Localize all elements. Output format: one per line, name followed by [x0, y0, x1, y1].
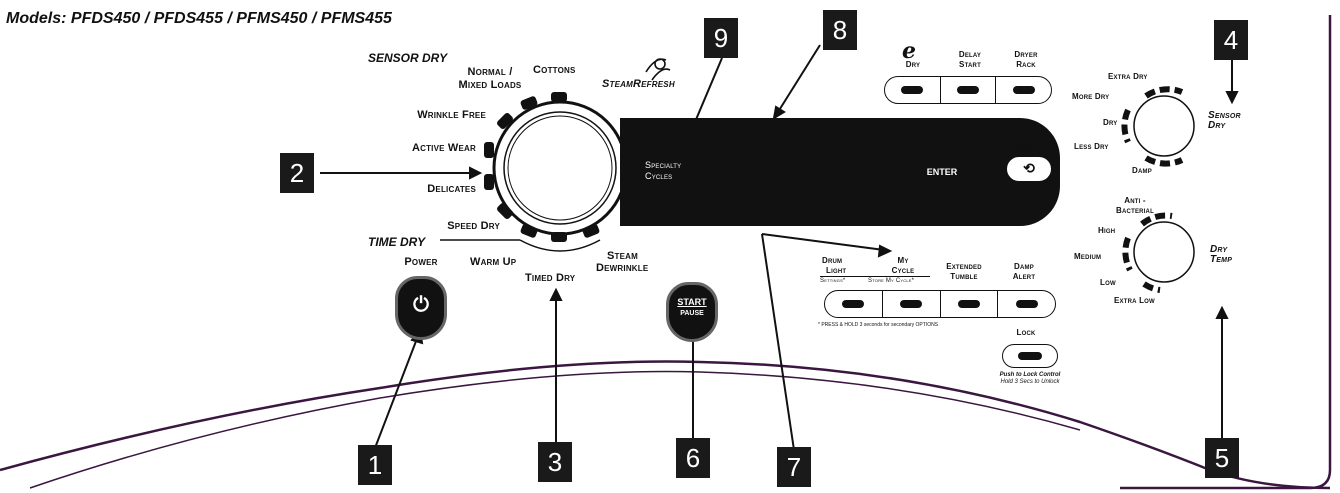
temp-high: High	[1098, 226, 1116, 235]
my-cycle-line2: Cycle	[891, 266, 915, 275]
temp-anti-1: Anti -	[1124, 196, 1146, 205]
sensor-dry-knob	[1133, 95, 1195, 157]
drum-light-button[interactable]	[825, 291, 883, 317]
page-title: Models: PFDS450 / PFDS455 / PFMS450 / PF…	[6, 10, 392, 27]
drum-settings-label: Settings*	[820, 278, 846, 284]
start-pause-button[interactable]	[666, 282, 718, 342]
damp-alert-button[interactable]	[998, 291, 1055, 317]
cycle-normal-line1[interactable]: Normal /	[467, 66, 513, 78]
cycle-specialty-line1[interactable]: Specialty	[645, 160, 682, 170]
power-icon: ⏻	[413, 294, 429, 316]
callout-5: 5	[1205, 438, 1239, 478]
cycle-dial-ring	[507, 115, 613, 221]
callout-6: 6	[676, 438, 710, 478]
my-cycle-button[interactable]	[883, 291, 941, 317]
sensor-dry-title-2: Dry	[1208, 120, 1226, 131]
lock-label: Lock	[1016, 328, 1036, 337]
cycle-steam[interactable]: Steam	[607, 250, 639, 262]
callout-arrows	[320, 44, 1239, 451]
bottom-button-group	[824, 290, 1056, 318]
dry-temp-title-2: Temp	[1210, 254, 1233, 265]
lock-hint-2: Hold 3 Secs to Unlock	[1000, 379, 1060, 385]
callout-4: 4	[1214, 20, 1248, 60]
cycle-delicates[interactable]: Delicates	[427, 183, 476, 195]
cycle-cottons[interactable]: Cottons	[533, 64, 576, 76]
delay-start-line2: Start	[959, 60, 981, 69]
enter-button[interactable]	[919, 149, 965, 195]
cycle-warm-up[interactable]: Warm Up	[470, 256, 517, 268]
cycle-dial-inner	[503, 111, 617, 225]
subfunction-divider	[820, 276, 930, 277]
back-button[interactable]	[1006, 156, 1052, 182]
cycle-dewrinkle[interactable]: Dewrinkle	[596, 262, 649, 274]
delay-start-line1: Delay	[958, 50, 982, 59]
lock-button[interactable]	[1002, 344, 1058, 368]
sensor-damp: Damp	[1132, 166, 1152, 175]
time-dry-group-label: TIME DRY	[368, 235, 426, 249]
sensor-extra-dry: Extra Dry	[1108, 72, 1148, 81]
cycle-normal-line2[interactable]: Mixed Loads	[458, 79, 522, 91]
panel-lower-curve	[29, 370, 1081, 489]
dry-temp-knob	[1133, 221, 1195, 283]
cycle-active-wear[interactable]: Active Wear	[411, 142, 476, 154]
panel-bottom-curve	[0, 360, 1331, 490]
steam-refresh-icon	[645, 58, 671, 81]
damp-alert-line2: Alert	[1012, 272, 1036, 281]
temp-anti-2: Bacterial	[1116, 206, 1154, 215]
sensor-more-dry: More Dry	[1072, 92, 1110, 101]
callout-8: 8	[823, 10, 857, 50]
e-dry-logo: e	[902, 38, 916, 64]
pause-label: PAUSE	[680, 310, 704, 317]
damp-alert-line1: Damp	[1014, 262, 1034, 271]
lock-hint-1: Push to Lock Control	[999, 372, 1061, 378]
my-cycle-line1: My	[897, 256, 909, 265]
start-label: START	[677, 297, 707, 307]
cycle-steam-refresh[interactable]: SteamRefresh	[602, 78, 675, 90]
dryer-rack-line1: Dryer	[1014, 50, 1038, 59]
dryer-rack-button[interactable]	[996, 77, 1051, 103]
enter-label: ENTER	[926, 167, 958, 177]
temp-extra-low: Extra Low	[1114, 296, 1155, 305]
callout-9: 9	[704, 18, 738, 58]
hold-note: * PRESS & HOLD 3 seconds for secondary O…	[818, 322, 939, 328]
callout-1: 1	[358, 445, 392, 485]
power-label: Power	[404, 256, 438, 268]
callout-7: 7	[777, 447, 811, 487]
cycle-timed-dry[interactable]: Timed Dry	[525, 272, 576, 284]
power-button[interactable]	[395, 276, 447, 340]
cycle-specialty-line2[interactable]: Cycles	[645, 171, 673, 181]
back-icon: ⟲	[1023, 160, 1035, 176]
back-label: Back	[1018, 142, 1038, 151]
e-dry-label: Dry	[905, 60, 921, 69]
top-button-group	[884, 76, 1052, 104]
drum-light-line2: Light	[826, 266, 847, 275]
sensor-dry: Dry	[1103, 118, 1118, 127]
delay-start-button[interactable]	[941, 77, 997, 103]
extended-tumble-line1: Extended	[946, 262, 982, 271]
sensor-dry-title-1: Sensor	[1208, 110, 1241, 121]
callout-3: 3	[538, 442, 572, 482]
e-dry-button[interactable]	[885, 77, 941, 103]
drum-light-line1: Drum	[822, 256, 843, 265]
store-my-cycle-label: Store My Cycle*	[868, 278, 915, 284]
callout-2: 2	[280, 153, 314, 193]
extended-tumble-button[interactable]	[941, 291, 999, 317]
cycle-speed-dry[interactable]: Speed Dry	[447, 220, 500, 232]
dryer-rack-line2: Rack	[1016, 60, 1036, 69]
dry-temp-title-1: Dry	[1210, 244, 1228, 255]
display-panel	[620, 118, 1060, 226]
sensor-less-dry: Less Dry	[1074, 142, 1109, 151]
extended-tumble-line2: Tumble	[950, 272, 978, 281]
temp-low: Low	[1100, 278, 1116, 287]
sensor-dry-group-label: SENSOR DRY	[368, 51, 448, 65]
temp-medium: Medium	[1074, 252, 1102, 261]
cycle-wrinkle-free[interactable]: Wrinkle Free	[417, 109, 486, 121]
